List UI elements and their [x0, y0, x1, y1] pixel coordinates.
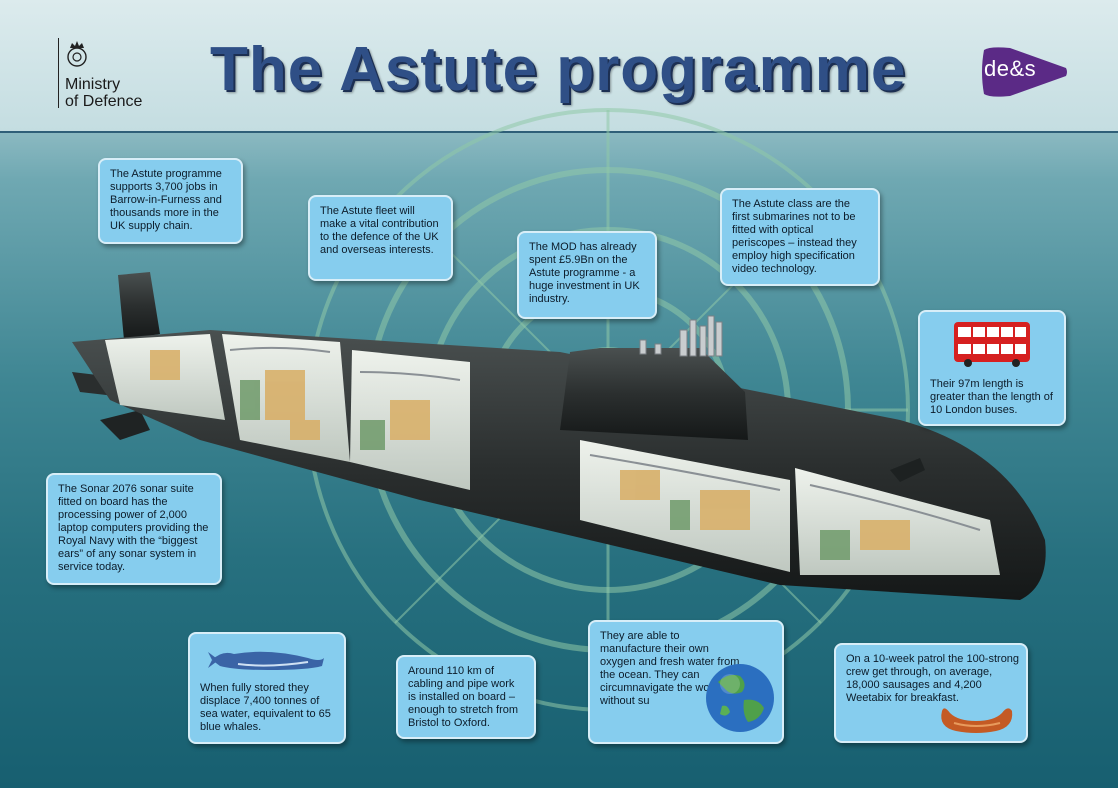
fact-spend-text: The MOD has already spent £5.9Bn on the …	[529, 241, 640, 305]
page-title: The Astute programme	[210, 35, 907, 104]
fact-cabling-text: Around 110 km of cabling and pipe work i…	[408, 665, 519, 729]
globe-icon	[706, 664, 774, 732]
fact-buses-text: Their 97m length is greater than the len…	[930, 378, 1053, 416]
fact-whales-text: When fully stored they displace 7,400 to…	[200, 682, 331, 733]
fact-periscopes-callout: The Astute class are the first submarine…	[720, 188, 880, 286]
crown-crest-icon	[67, 41, 87, 67]
sausage-icon	[941, 708, 1013, 733]
fact-jobs-callout: The Astute programme supports 3,700 jobs…	[98, 158, 243, 244]
masts	[639, 315, 723, 357]
stern-rudder	[118, 272, 160, 340]
london-bus-icon	[954, 322, 1030, 367]
fact-oxygen-text: They are able to manufacture their own o…	[600, 630, 740, 707]
des-flag-icon	[982, 47, 1067, 97]
fact-fleet-text: The Astute fleet will make a vital contr…	[320, 205, 439, 256]
fact-spend-callout: The MOD has already spent £5.9Bn on the …	[517, 231, 657, 319]
fact-periscopes-text: The Astute class are the first submarine…	[732, 198, 857, 275]
stern-plane-lower	[100, 410, 150, 440]
fact-sonar-text: The Sonar 2076 sonar suite fitted on boa…	[58, 483, 209, 573]
bow-plane	[890, 458, 925, 482]
fact-sonar-callout: The Sonar 2076 sonar suite fitted on boa…	[46, 473, 222, 585]
fact-fleet-callout: The Astute fleet will make a vital contr…	[308, 195, 453, 281]
fact-cabling-callout: Around 110 km of cabling and pipe work i…	[396, 655, 536, 739]
logo-divider	[58, 38, 59, 108]
fact-jobs-text: The Astute programme supports 3,700 jobs…	[110, 168, 222, 232]
header-band	[0, 0, 1118, 132]
fact-whales-callout: When fully stored they displace 7,400 to…	[188, 632, 346, 744]
des-logo-text: de&s	[984, 56, 1037, 81]
ministry-of-defence-text: Ministry of Defence	[65, 76, 143, 110]
fact-oxygen-callout: They are able to manufacture their own o…	[588, 620, 784, 744]
cutaway-compartments	[105, 334, 1000, 575]
conning-tower	[560, 348, 748, 440]
fact-patrol-text: On a 10-week patrol the 100-strong crew …	[846, 653, 1020, 704]
header-divider	[0, 131, 1118, 133]
ministry-of-defence-logo: Ministry of Defence	[58, 38, 178, 113]
des-logo: de&s	[980, 46, 1070, 98]
blue-whale-icon	[208, 651, 324, 670]
fact-buses-callout: Their 97m length is greater than the len…	[918, 310, 1066, 426]
fact-patrol-callout: On a 10-week patrol the 100-strong crew …	[834, 643, 1028, 743]
